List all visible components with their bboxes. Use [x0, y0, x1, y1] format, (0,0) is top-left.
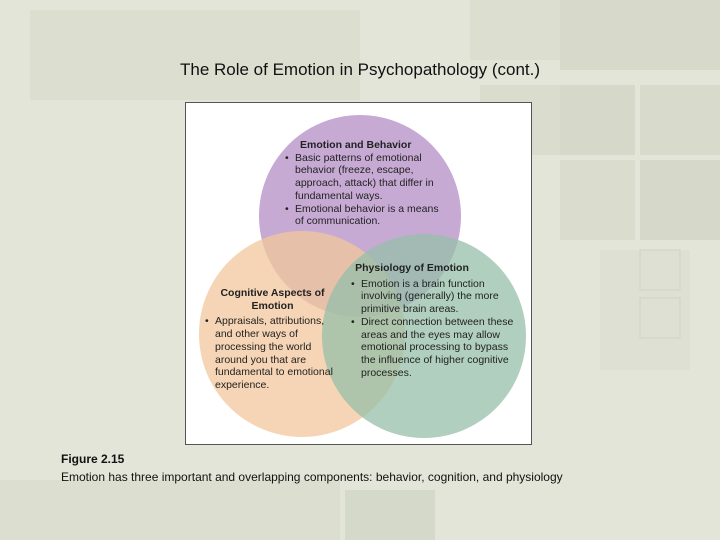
- figure-label: Figure 2.15: [61, 452, 125, 466]
- physiology-text: Physiology of Emotion Emotion is a brain…: [351, 262, 521, 379]
- cognitive-aspects-text: Cognitive Aspects of Emotion Appraisals,…: [205, 287, 340, 392]
- emotion-behavior-bullet-1: Basic patterns of emotional behavior (fr…: [285, 152, 445, 203]
- cognitive-aspects-bullet-1: Appraisals, attributions, and other ways…: [205, 315, 340, 391]
- emotion-behavior-heading: Emotion and Behavior: [300, 139, 412, 151]
- emotion-behavior-bullet-2: Emotional behavior is a means of communi…: [285, 203, 445, 228]
- physiology-heading: Physiology of Emotion: [355, 262, 469, 274]
- physiology-bullet-1: Emotion is a brain function involving (g…: [351, 278, 521, 316]
- emotion-behavior-text: Emotion and Behavior Basic patterns of e…: [285, 139, 445, 228]
- figure-caption: Figure 2.15 Emotion has three important …: [61, 450, 711, 486]
- physiology-bullet-2: Direct connection between these areas an…: [351, 316, 521, 380]
- slide-title: The Role of Emotion in Psychopathology (…: [179, 60, 541, 79]
- figure-caption-text: Emotion has three important and overlapp…: [61, 470, 563, 484]
- cognitive-aspects-heading: Cognitive Aspects of Emotion: [220, 287, 325, 312]
- venn-diagram-figure: Emotion and Behavior Basic patterns of e…: [185, 102, 532, 445]
